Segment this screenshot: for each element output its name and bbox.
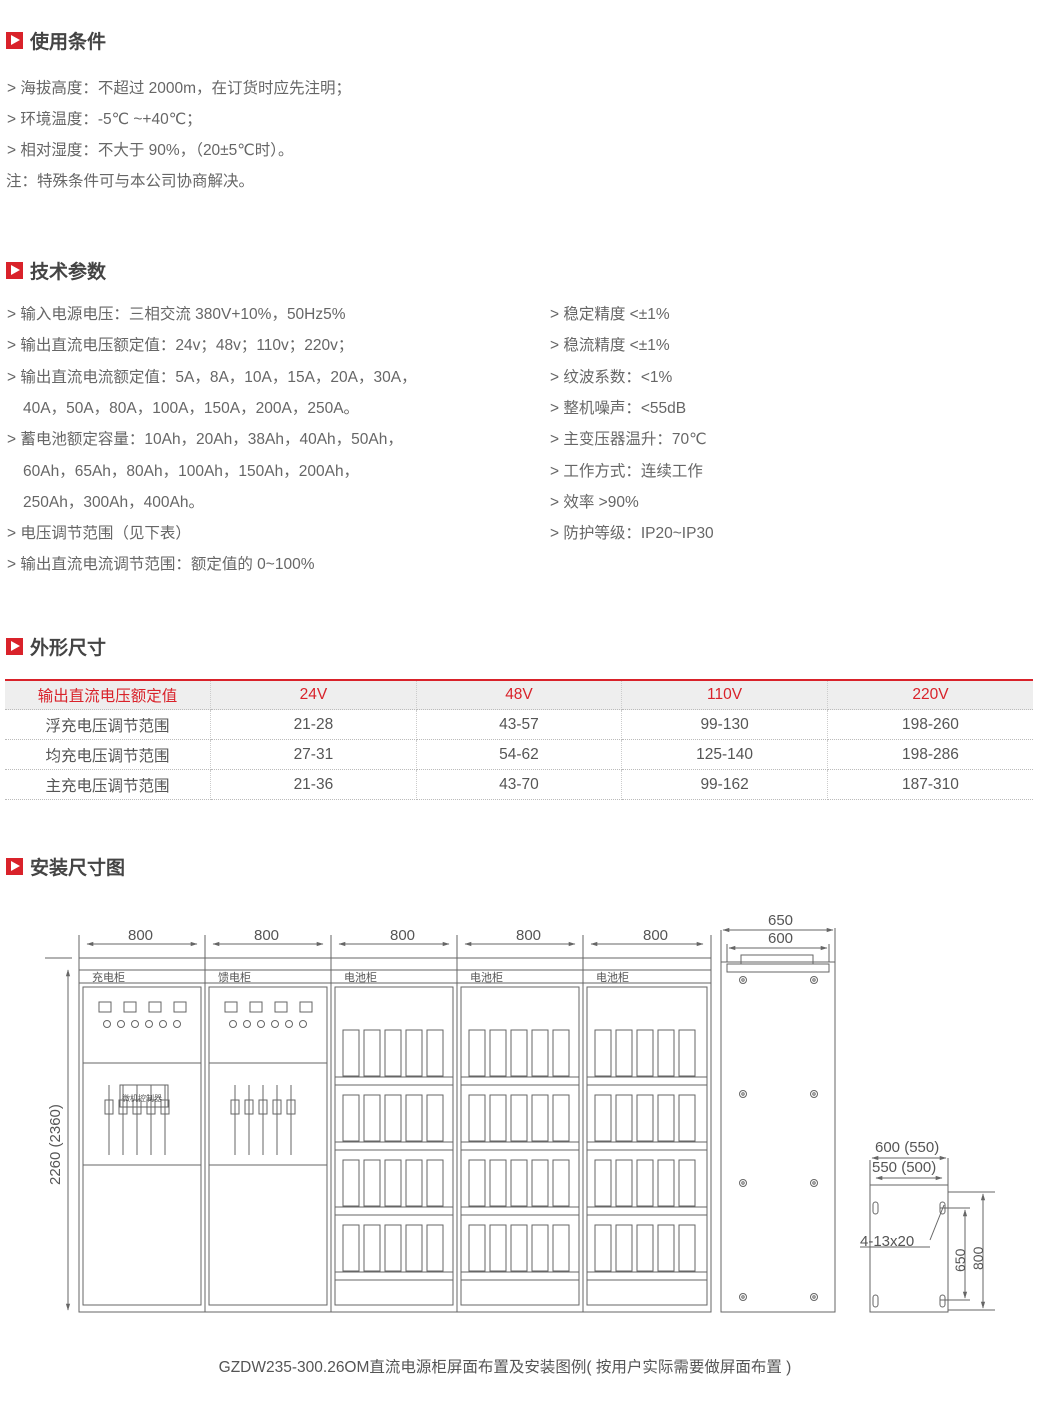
controller-label: 微机控制器 <box>122 1093 162 1103</box>
tech-param-line: > 输入电源电压：三相交流 380V+10%，50Hz5% <box>7 306 346 323</box>
tech-param-line: > 输出直流电流额定值：5A，8A，10A，15A，20A，30A， <box>7 368 417 386</box>
table-cell: 110V <box>621 680 828 710</box>
table-cell: 均充电压调节范围 <box>5 739 212 770</box>
section-heading-conditions: 使用条件 <box>6 29 106 53</box>
cabinet-width-dim: 800 <box>254 927 279 944</box>
cabinet-width-dim: 800 <box>128 927 153 944</box>
tech-param-line: 60Ah，65Ah，80Ah，100Ah，150Ah，200Ah， <box>23 462 360 480</box>
play-marker-icon <box>6 637 23 655</box>
cabinet-width-dim: 800 <box>390 927 415 944</box>
cabinet-label: 电池柜 <box>470 971 503 984</box>
condition-line: 注：特殊条件可与本公司协商解决。 <box>6 173 255 190</box>
tech-param-line: > 整机噪声：<55dB <box>550 399 687 417</box>
table-cell: 220V <box>827 680 1033 710</box>
cabinet-width-dim: 800 <box>643 927 668 944</box>
table-cell: 198-286 <box>827 739 1033 770</box>
tech-param-line: 250Ah，300Ah，400Ah。 <box>23 493 204 511</box>
table-cell: 99-162 <box>621 769 828 800</box>
table-cell: 21-36 <box>210 769 417 800</box>
play-marker-icon <box>6 857 23 875</box>
cabinet-label: 电池柜 <box>344 971 377 984</box>
section-heading-install: 安装尺寸图 <box>6 855 125 879</box>
hole-spec: 4-13x20 <box>860 1233 914 1250</box>
tech-param-line: > 蓄电池额定容量：10Ah，20Ah，38Ah，40Ah，50Ah， <box>7 431 403 449</box>
table-cell: 27-31 <box>210 739 417 770</box>
table-cell: 43-57 <box>416 709 623 740</box>
table-cell: 21-28 <box>210 709 417 740</box>
base-outer-dim: 600 (550) <box>875 1139 939 1156</box>
table-cell: 198-260 <box>827 709 1033 740</box>
tech-param-line: > 防护等级：IP20~IP30 <box>550 525 714 543</box>
table-cell: 99-130 <box>621 709 828 740</box>
cabinet-label: 电池柜 <box>596 971 629 984</box>
table-cell: 24V <box>210 680 417 710</box>
table-cell: 浮充电压调节范围 <box>5 709 212 740</box>
tech-param-line: > 输出直流电流调节范围：额定值的 0~100% <box>7 556 315 574</box>
condition-line: > 相对湿度：不大于 90%，（20±5℃时）。 <box>7 142 294 159</box>
side-inner-dim: 600 <box>768 930 793 947</box>
cabinet-label: 充电柜 <box>92 970 125 984</box>
base-inner-dim: 550 (500) <box>872 1159 936 1176</box>
cabinet-label: 馈电柜 <box>218 971 251 984</box>
section-heading-tech: 技术参数 <box>6 259 106 283</box>
table-cell: 54-62 <box>416 739 623 770</box>
tech-param-line: > 稳定精度 <±1% <box>550 306 670 323</box>
side-outer-dim: 650 <box>768 912 793 929</box>
diagram-caption: GZDW235-300.26OM直流电源柜屏面布置及安装图例( 按用户实际需要做… <box>218 1359 792 1376</box>
table-cell: 43-70 <box>416 769 623 800</box>
base-depth-800: 800 <box>970 1246 986 1270</box>
table-cell: 主充电压调节范围 <box>5 769 212 800</box>
tech-param-line: > 纹波系数：<1% <box>550 368 673 386</box>
tech-param-line: > 效率 >90% <box>550 493 639 511</box>
table-cell: 48V <box>416 680 623 710</box>
tech-param-line: 40A，50A，80A，100A，150A，200A，250A。 <box>23 399 360 417</box>
tech-param-line: > 稳流精度 <±1% <box>550 337 670 355</box>
tech-param-line: > 输出直流电压额定值：24v；48v；110v；220v； <box>7 337 354 355</box>
tech-param-line: > 主变压器温升：70℃ <box>550 431 707 449</box>
table-cell: 输出直流电压额定值 <box>5 680 212 710</box>
play-marker-icon <box>6 261 23 279</box>
table-cell: 125-140 <box>621 739 828 770</box>
condition-line: > 环境温度：-5℃ ~+40℃； <box>7 111 202 128</box>
play-marker-icon <box>6 31 23 49</box>
height-dimension: 2260 (2360) <box>47 1104 64 1185</box>
section-heading-dims: 外形尺寸 <box>6 635 106 659</box>
table-cell: 187-310 <box>827 769 1033 800</box>
tech-param-line: > 工作方式：连续工作 <box>550 462 703 480</box>
base-depth-650: 650 <box>952 1248 968 1272</box>
condition-line: > 海拔高度：不超过 2000m，在订货时应先注明； <box>7 80 352 97</box>
tech-param-line: > 电压调节范围（见下表） <box>7 525 191 543</box>
cabinet-width-dim: 800 <box>516 927 541 944</box>
